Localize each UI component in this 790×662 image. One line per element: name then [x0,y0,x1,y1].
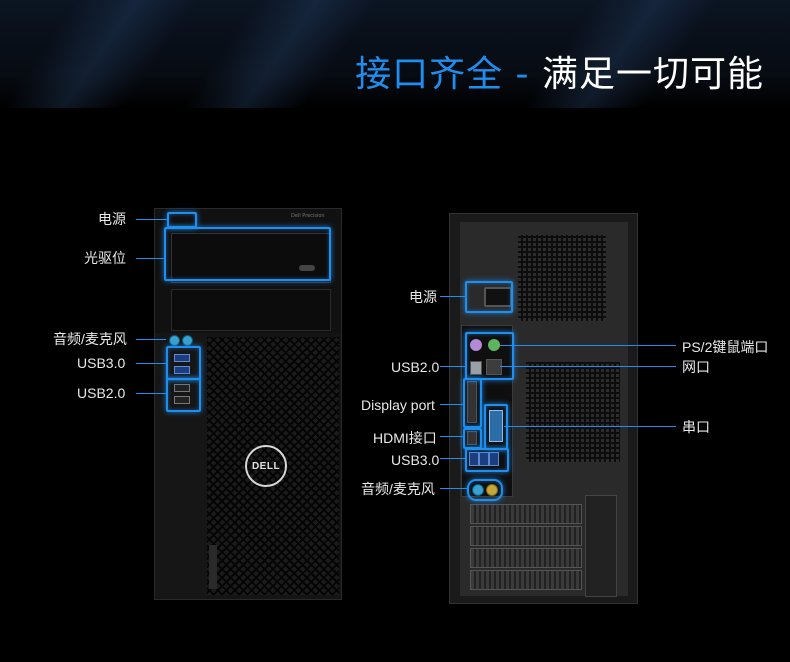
front-brand-text: Dell Precision [291,213,325,219]
leader-line [136,339,166,340]
highlight-rear-hdmi [463,428,482,449]
serial-port [489,410,503,442]
ps2-mouse-port [488,339,500,351]
rear-usb3-port [479,452,489,466]
front-mic-jack [182,335,193,346]
leader-line [440,488,467,489]
highlight-front-usb3 [166,346,201,380]
front-tower-image: Dell Precision [154,208,342,600]
rear-usb2-port [470,361,482,375]
label-rear-audio: 音频/麦克风 [361,481,435,497]
label-rear-power: 电源 [409,289,437,305]
pcie-slot [470,504,582,524]
eject-button [299,265,315,271]
label-rear-hdmi: HDMI接口 [373,430,437,446]
pcie-slot [470,548,582,568]
highlight-front-usb2 [166,378,201,412]
ps2-keyboard-port [470,339,482,351]
highlight-rear-serial [484,404,508,450]
leader-line [136,363,166,364]
highlight-rear-displayport [463,378,482,428]
label-front-audio: 音频/麦克风 [53,331,127,347]
leader-line [504,426,676,427]
title-highlight: 接口齐全 [355,54,504,95]
front-usb2-port [174,396,190,404]
page-title: 接口齐全 - 满足一切可能 [355,50,764,100]
rear-fan-vent [526,362,620,462]
label-front-usb3: USB3.0 [77,355,126,371]
hdmi-port [467,431,477,445]
header-band [0,0,790,108]
label-front-usb2: USB2.0 [77,385,126,401]
leader-line [440,458,465,459]
rear-psu-vent [518,235,606,321]
displayport-port [467,381,477,423]
front-usb3-port [174,354,190,362]
leader-line [136,393,166,394]
label-front-optical: 光驱位 [84,250,126,266]
dell-logo: DELL [245,445,287,487]
card-bracket [585,495,617,597]
leader-line [136,258,164,259]
rear-usb3-port [469,452,479,466]
label-rear-network: 网口 [682,359,710,375]
pcie-slot [470,526,582,546]
rear-usb3-port [489,452,499,466]
leader-line [440,404,463,405]
highlight-rear-power [465,281,513,313]
label-rear-displayport: Display port [361,397,435,413]
front-usb2-port [174,384,190,392]
highlight-rear-usb3 [465,448,509,472]
leader-line [500,366,676,367]
leader-line [500,345,676,346]
front-usb3-port [174,366,190,374]
label-rear-serial: 串口 [682,419,710,435]
title-rest: 满足一切可能 [541,54,764,95]
empty-drive-bay [171,289,331,331]
title-dash: - [503,54,542,95]
ethernet-port [486,359,502,375]
highlight-front-power [167,212,197,228]
highlight-front-optical [164,227,331,281]
label-rear-usb3: USB3.0 [391,452,440,468]
leader-line [136,219,167,220]
highlight-rear-ps2-net [465,332,514,380]
leader-line [440,366,465,367]
highlight-rear-audio [467,479,503,501]
label-rear-usb2: USB2.0 [391,359,440,375]
optical-drive-bay [171,233,331,283]
leader-line [440,436,463,437]
leader-line [440,296,465,297]
front-audio-jack [169,335,180,346]
pcie-slot [470,570,582,590]
label-front-power: 电源 [98,211,126,227]
label-rear-ps2: PS/2键鼠端口 [682,339,769,355]
